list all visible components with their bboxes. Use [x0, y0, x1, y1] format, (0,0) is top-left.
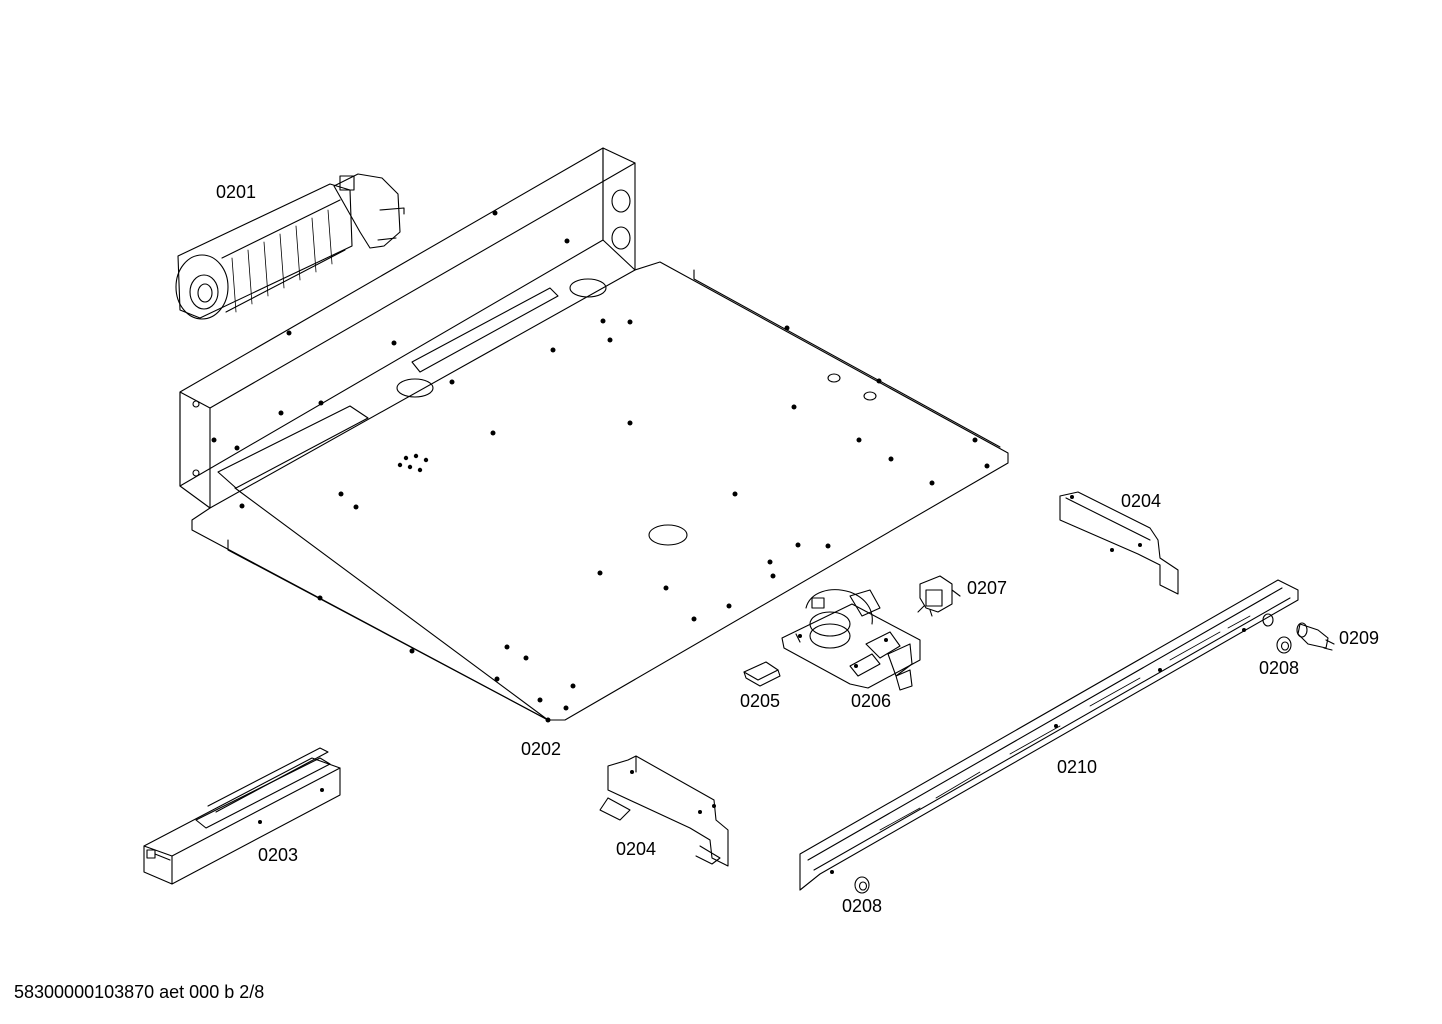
sensor-drawing: [1297, 623, 1334, 650]
label-clip: 0205: [740, 691, 781, 711]
grommet-right-drawing: [1277, 637, 1291, 653]
grommet-bottom-drawing: [855, 877, 869, 893]
label-fan: 0201: [216, 182, 257, 202]
label-switch: 0207: [967, 578, 1008, 598]
base-plate-drawing: [180, 148, 1008, 723]
label-lock-assembly: 0206: [851, 691, 892, 711]
bracket-bottom-drawing: [600, 756, 728, 866]
label-grommet-bottom: 0208: [842, 896, 883, 916]
lock-assembly-drawing: [782, 590, 920, 690]
fan-drawing: [176, 174, 404, 319]
drawing-reference: 58300000103870 aet 000 b 2/8: [14, 982, 265, 1002]
label-base-plate: 0202: [521, 739, 562, 759]
label-bracket-bottom: 0204: [616, 839, 657, 859]
bracket-top-drawing: [1060, 492, 1178, 594]
label-block: 0203: [258, 845, 299, 865]
rail-drawing: [800, 580, 1298, 890]
block-drawing: [144, 748, 340, 884]
label-sensor: 0209: [1339, 628, 1380, 648]
label-bracket-top: 0204: [1121, 491, 1162, 511]
switch-drawing: [918, 576, 960, 616]
clip-drawing: [744, 662, 780, 686]
label-grommet-right: 0208: [1259, 658, 1300, 678]
label-rail: 0210: [1057, 757, 1098, 777]
